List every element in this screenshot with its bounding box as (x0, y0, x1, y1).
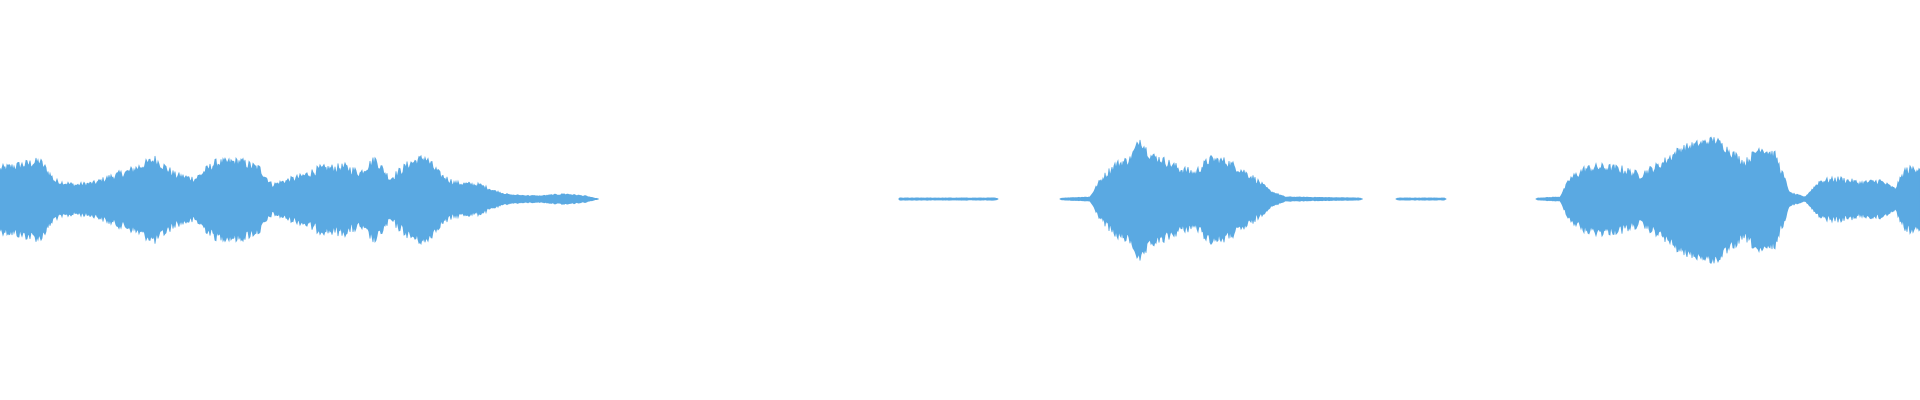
waveform-segment-3 (1059, 139, 1363, 261)
waveform-segment-2 (898, 197, 999, 201)
waveform-segment-5 (1535, 136, 1920, 265)
waveform-segment-4 (1395, 197, 1447, 201)
waveform-bars (0, 136, 1920, 265)
waveform-segment-1 (0, 154, 599, 246)
